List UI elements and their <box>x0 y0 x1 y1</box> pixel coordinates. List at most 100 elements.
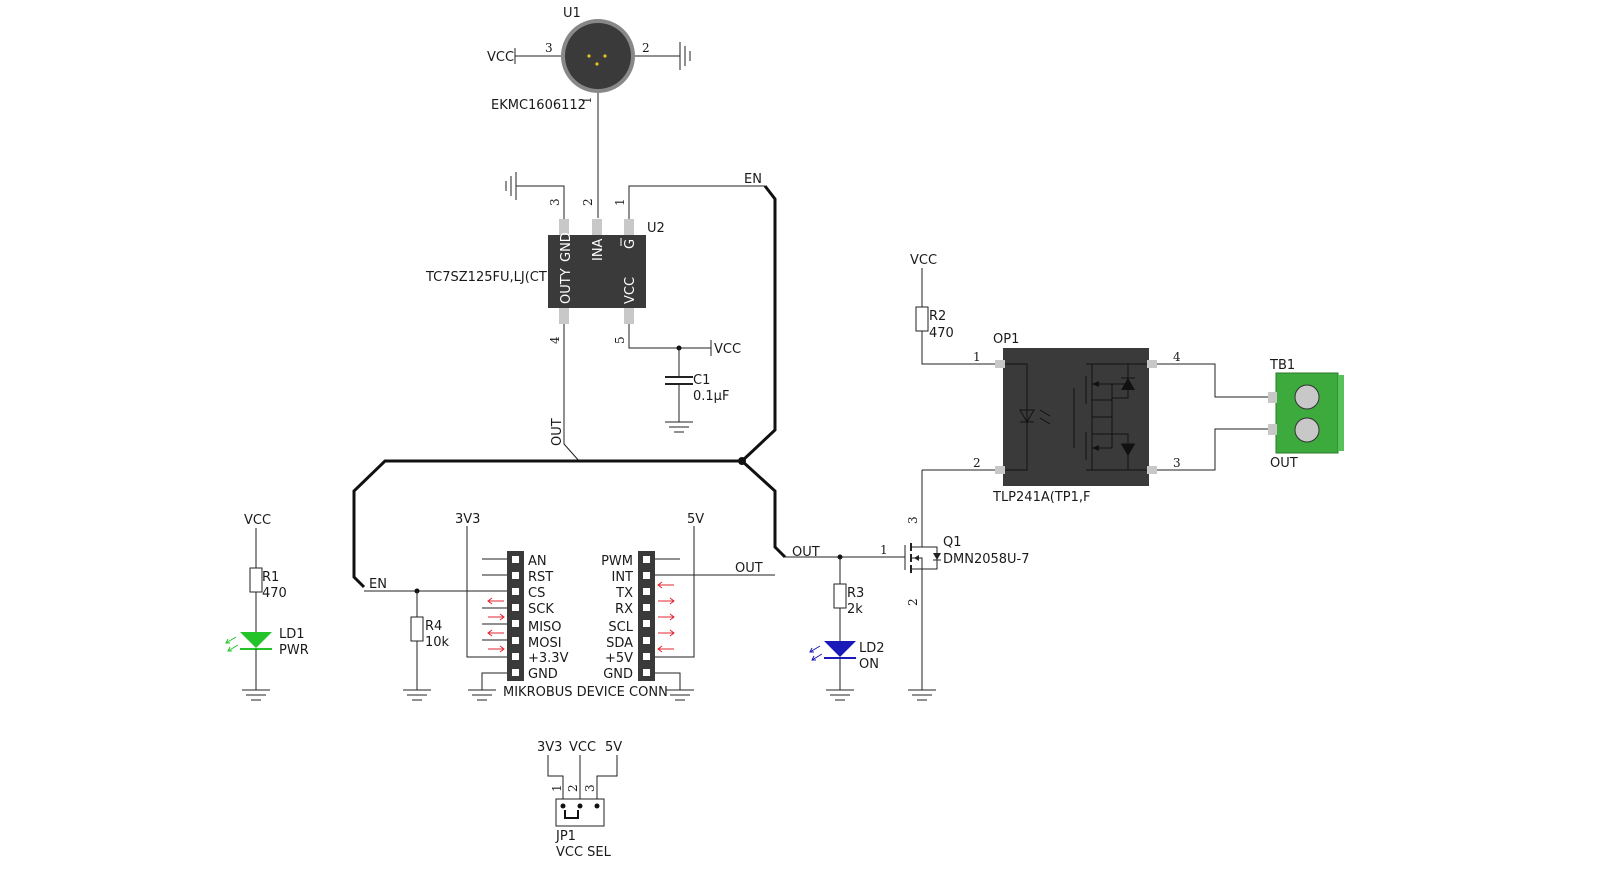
c1-value: 0.1µF <box>693 389 729 404</box>
mikrobus-en-label: EN <box>369 577 387 592</box>
u2-ground-icon <box>505 172 517 200</box>
ld2-led-icon <box>824 641 856 657</box>
ld2-ref: LD2 <box>859 641 885 656</box>
r3-value: 2k <box>847 602 863 617</box>
mikrobus-out-label: OUT <box>735 561 763 576</box>
q1-part: DMN2058U-7 <box>943 552 1030 567</box>
mb-left-1: RST <box>528 570 553 585</box>
u2-pin-outy: OUTY <box>559 268 574 304</box>
mb-left-4: MISO <box>528 620 562 635</box>
r2-value: 470 <box>929 326 954 341</box>
mb-left-6: +3.3V <box>528 651 569 666</box>
u2-buffer-ic: GND INA G OUTY VCC U2 TC7SZ125FU,LJ(CT 3… <box>425 172 765 463</box>
mb-right-5: SDA <box>606 636 633 651</box>
bus-junction <box>738 457 746 465</box>
u2-pinnum-1: 1 <box>613 198 627 206</box>
q1-pin1: 1 <box>880 543 888 557</box>
jp1-body <box>555 798 605 827</box>
u2-pinnum-2: 2 <box>581 198 595 206</box>
q1-mosfet: 1 3 2 Q1 DMN2058U-7 <box>880 470 1030 701</box>
op1-part: TLP241A(TP1,F <box>992 490 1090 505</box>
mikrobus-label: MIKROBUS DEVICE CONN <box>503 685 668 700</box>
op1-pin4: 4 <box>1173 350 1181 364</box>
r1-vcc-label: VCC <box>244 513 271 528</box>
jp1-ref: JP1 <box>555 829 576 844</box>
mb-right-4: SCL <box>608 620 633 635</box>
u1-dot-a <box>587 54 591 58</box>
u2-ref: U2 <box>647 221 665 236</box>
r4-ground-icon <box>403 689 431 701</box>
mb-right-arrows <box>657 581 675 653</box>
u2-out-label: OUT <box>550 418 565 446</box>
op1-pin1: 1 <box>973 350 981 364</box>
jp1-pin3: 3 <box>583 784 597 792</box>
ld2-light-icon <box>809 645 823 661</box>
mb-left-arrows <box>487 597 505 653</box>
u2-pinnum-3: 3 <box>548 198 562 206</box>
mb-right-6: +5V <box>605 651 633 666</box>
q1-pin2: 2 <box>906 598 920 606</box>
mb-left-2: CS <box>528 586 545 601</box>
op1-body <box>1003 348 1149 486</box>
jp1-5v-label: 5V <box>605 740 622 755</box>
u2-part: TC7SZ125FU,LJ(CT <box>425 270 547 285</box>
jp1-jumper: 3V3 VCC 5V 1 2 3 JP1 VCC SEL <box>537 740 622 860</box>
jp1-vcc-label: VCC <box>569 740 596 755</box>
ld2-label: ON <box>859 657 879 672</box>
u2-vcc-label: VCC <box>714 342 741 357</box>
u2-body <box>548 235 646 308</box>
r4-ref: R4 <box>425 619 442 634</box>
q1-drive-branch: OUT R3 2k LD2 ON <box>785 545 905 701</box>
tb1-terminal-block: TB1 OUT <box>1268 358 1344 471</box>
r4-resistor: R4 10k <box>403 591 450 701</box>
jp1-pin1: 1 <box>550 784 564 792</box>
mb-left-3: SCK <box>528 602 554 617</box>
c1-ground-icon <box>665 421 693 433</box>
mb-right-0: PWM <box>601 554 633 569</box>
u1-pin2: 2 <box>642 41 650 55</box>
mb-left-5: MOSI <box>528 636 562 651</box>
signal-bus <box>352 185 787 589</box>
op1-photorelay: OP1 TLP241A(TP1,F 1 2 4 3 <box>973 332 1270 505</box>
ld1-ground-icon <box>242 689 270 701</box>
u1-ground-icon <box>679 42 691 70</box>
u1-ref: U1 <box>563 6 581 21</box>
op1-pin2: 2 <box>973 456 981 470</box>
u2-pinnum-4: 4 <box>548 336 562 344</box>
jp1-3v3-label: 3V3 <box>537 740 562 755</box>
tb1-ref: TB1 <box>1269 358 1295 373</box>
r1-value: 470 <box>262 586 287 601</box>
r2-resistor: VCC R2 470 <box>910 253 995 471</box>
r3-ref: R3 <box>847 586 864 601</box>
u2-en-label: EN <box>744 172 762 187</box>
u2-pinnum-5: 5 <box>613 336 627 344</box>
q1-out-label: OUT <box>792 545 820 560</box>
c1-ref: C1 <box>693 373 710 388</box>
tb1-screw-2 <box>1294 417 1320 443</box>
q1-ref: Q1 <box>943 535 962 550</box>
mikrobus-5v-label: 5V <box>687 512 704 527</box>
mb-right-2: TX <box>615 586 633 601</box>
pwr-led-branch: VCC R1 470 LD1 PWR <box>225 513 309 701</box>
u2-pin-gnd: GND <box>559 232 574 262</box>
ld1-ref: LD1 <box>279 627 305 642</box>
r1-ref: R1 <box>262 570 279 585</box>
jp1-label: VCC SEL <box>556 845 612 860</box>
ld2-ground-icon <box>826 689 854 701</box>
jp1-pin2: 2 <box>566 784 580 792</box>
op1-ref: OP1 <box>993 332 1019 347</box>
mb-right-1: INT <box>612 570 634 585</box>
u1-vcc-label: VCC <box>487 50 514 65</box>
u1-pir-sensor: U1 VCC 3 2 EKMC1606112 1 <box>487 6 691 218</box>
mb-right-7: GND <box>603 667 633 682</box>
mikrobus-connector: EN 3V3 AN RST CS SCK MISO <box>364 512 775 701</box>
q1-ground-icon <box>908 689 936 701</box>
r2-ref: R2 <box>929 309 946 324</box>
tb1-label: OUT <box>1270 456 1298 471</box>
mikrobus-3v3-label: 3V3 <box>455 512 480 527</box>
q1-pin3: 3 <box>906 516 920 524</box>
mb-left-7: GND <box>528 667 558 682</box>
u1-body <box>565 23 631 89</box>
u2-pin-ina: INA <box>591 238 606 261</box>
